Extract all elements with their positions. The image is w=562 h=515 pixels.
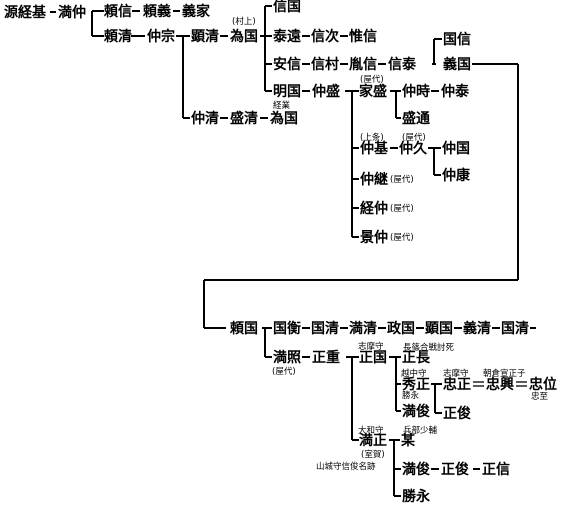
person-nakakiyo: 仲清	[191, 110, 219, 127]
person-katsunaga: 勝永	[402, 488, 431, 505]
person-mitsumasa: 満正	[359, 432, 387, 449]
note-shima-no-kami-2: 志摩守	[443, 368, 469, 379]
person-nakatsugu: 仲継	[360, 171, 388, 188]
annotations: (村上) 経業 (屋代) (上条) (屋代) (屋代) (屋代) (屋代) (屋…	[232, 16, 549, 472]
person-tanenobu: 胤信	[349, 56, 377, 73]
person-mitsuteru: 満照	[273, 349, 301, 366]
person-iemori: 家盛	[359, 83, 387, 100]
person-nakamoto: 仲基	[360, 140, 389, 157]
note-yamato: 大和守	[358, 425, 384, 436]
person-tamekuni-1: 為国	[229, 28, 258, 45]
person-nakayasu-2: 仲康	[442, 167, 471, 184]
note-asakura: 朝倉宣正子	[483, 368, 526, 379]
person-kunihira: 国衡	[273, 320, 301, 337]
person-tadaoki: 忠興	[486, 377, 514, 393]
note-katsunaga: 勝永	[402, 390, 420, 401]
person-masakuni-2: 正国	[359, 350, 387, 366]
person-nobuyasu: 信泰	[388, 56, 417, 73]
person-akikuni: 明国	[273, 84, 301, 100]
person-kagenaka: 景仲	[360, 229, 388, 246]
note-yamashiro: 山城守信俊名跡	[316, 461, 376, 472]
person-yasutou: 泰遠	[272, 28, 301, 45]
person-yoshiie: 義家	[182, 3, 211, 20]
note-muroga: (室賀)	[361, 449, 385, 460]
note-tadashi: 忠至	[531, 392, 549, 402]
person-tsunenaka: 経仲	[360, 200, 388, 217]
person-yorinobu: 頼信	[104, 3, 132, 20]
person-masatoshi-1: 正俊	[443, 405, 471, 422]
person-tadamasa: 忠正	[443, 377, 471, 393]
person-morikiyo: 盛清	[230, 110, 258, 127]
person-yorikiyo: 頼清	[104, 28, 132, 45]
note-keigyou: 経業	[273, 100, 291, 111]
person-akikuni-2: 顕国	[425, 321, 453, 337]
person-nakatoki: 仲時	[402, 83, 430, 100]
note-yashiro-nakatsugu: (屋代)	[390, 174, 414, 185]
person-nakahisa: 仲久	[399, 140, 428, 157]
person-masanobu: 正信	[482, 461, 510, 478]
person-masatoshi-2: 正俊	[441, 461, 469, 478]
person-kunikiyo-1: 国清	[311, 320, 339, 337]
person-nakamune: 仲宗	[147, 28, 175, 45]
person-tadanori: 忠位	[529, 376, 557, 393]
person-tsunemoto: 源経基	[4, 4, 47, 21]
note-shima-no-kami-1: 志摩守	[358, 341, 384, 352]
person-hidemasa: 秀正	[401, 376, 430, 393]
person-masanaga: 正長	[402, 350, 431, 366]
person-mitsunaka: 満仲	[58, 4, 86, 21]
note-yashiro-kagenaka: (屋代)	[390, 232, 414, 243]
person-yoriyoshi: 頼義	[143, 3, 171, 20]
person-nakakuni: 仲国	[442, 140, 470, 157]
note-ecchu: 越中守	[401, 368, 427, 379]
person-masakuni: 政国	[387, 320, 415, 337]
person-yoshikuni: 義国	[443, 56, 471, 73]
person-moromichi: 盛通	[402, 110, 430, 127]
person-yoshikiyo: 義清	[463, 320, 491, 337]
person-nobutsugu: 信次	[311, 28, 339, 45]
note-yashiro-iemori: (屋代)	[360, 74, 384, 85]
note-hyoubu: 兵部少輔	[403, 425, 438, 436]
note-murakami: (村上)	[232, 16, 256, 27]
person-nobumura: 信村	[311, 56, 339, 73]
person-bou: 某	[401, 432, 416, 449]
person-nobukuni: 信国	[273, 0, 301, 15]
person-yasunobu: 安信	[273, 56, 301, 73]
person-mitsutoshi-2: 満俊	[402, 461, 430, 478]
connector-lines	[50, 5, 536, 497]
person-mitsutoshi-1: 満俊	[402, 403, 430, 420]
person-korenobu: 惟信	[349, 28, 377, 45]
person-kuninobu: 国信	[443, 31, 471, 48]
note-jouhou: (上条)	[360, 132, 384, 143]
person-nakayasu: 仲泰	[441, 83, 470, 100]
person-tamekuni-2: 為国	[269, 110, 298, 127]
person-names: 源経基 満仲 頼信 頼義 義家 頼清 仲宗 顕清 為国 信国 泰遠 信次 惟信 …	[4, 0, 557, 505]
note-nagashino: 長篠合戦討死	[403, 342, 455, 353]
note-yashiro-mitsuteru: (屋代)	[272, 366, 296, 377]
person-kunikiyo-2: 国清	[501, 320, 529, 337]
note-yashiro-moromichi: (屋代)	[402, 132, 426, 143]
note-yashiro-tsunenaka: (屋代)	[390, 203, 414, 214]
person-akikiyo: 顕清	[191, 28, 219, 45]
person-mitsukiyo: 満清	[349, 320, 377, 337]
person-nakamori: 仲盛	[312, 83, 340, 100]
person-yorikuni: 頼国	[230, 320, 258, 337]
person-masashige: 正重	[312, 349, 340, 366]
